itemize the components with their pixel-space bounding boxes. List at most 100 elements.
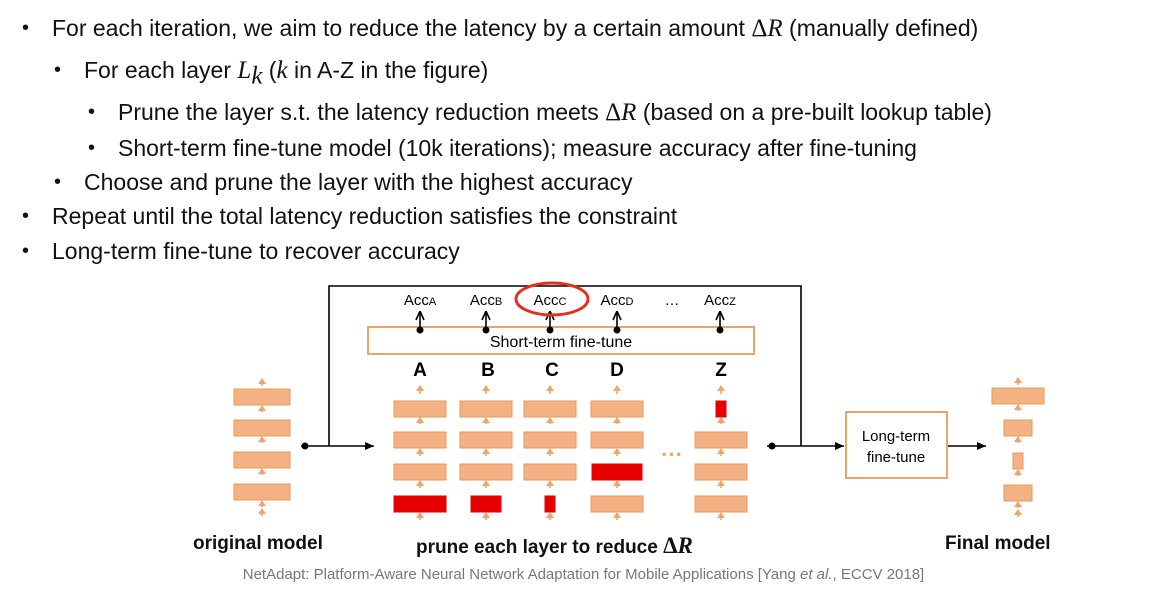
flow-arrowhead — [613, 385, 621, 391]
layer-block — [393, 400, 447, 418]
flow-arrowhead — [546, 448, 554, 454]
layer-block — [694, 431, 748, 449]
feedback-loop-line — [328, 285, 802, 446]
layer-stack — [590, 385, 644, 520]
final-model-label: Final model — [945, 533, 1051, 554]
flow-arrowhead — [717, 512, 725, 518]
layer-block — [590, 431, 644, 449]
flow-arrowhead — [482, 512, 490, 518]
junction-dot — [301, 442, 309, 450]
layer-block — [459, 463, 513, 481]
flow-arrowhead — [258, 468, 266, 474]
layer-stack — [523, 385, 577, 520]
layer-block — [523, 431, 577, 449]
layer-block — [1003, 484, 1033, 502]
layer-block — [233, 451, 291, 469]
flow-arrowhead — [1014, 501, 1022, 507]
layer-block — [393, 463, 447, 481]
layer-block — [694, 495, 748, 513]
layer-stack — [459, 385, 513, 520]
pruned-layer-block — [393, 495, 447, 513]
bullet-repeat: Repeat until the total latency reduction… — [22, 202, 678, 230]
acc-label: … — [665, 292, 680, 309]
bullet-text: (based on a pre-built lookup table) — [636, 99, 992, 125]
acc-label-sub: Z — [729, 296, 736, 308]
acc-label-base: Acc — [470, 292, 496, 309]
r-symbol: R — [677, 533, 693, 558]
prune-label-text: prune each layer to reduce — [416, 537, 664, 558]
bullet-iteration: For each iteration, we aim to reduce the… — [22, 14, 978, 43]
pruned-layer-block — [470, 495, 502, 513]
flow-arrowhead — [546, 512, 554, 518]
caption-text: NetAdapt: Platform-Aware Neural Network … — [242, 566, 800, 583]
best-accuracy-highlight — [514, 281, 590, 317]
bullet-choose: Choose and prune the layer with the high… — [54, 168, 632, 196]
long-term-label-line2: fine-tune — [867, 449, 925, 466]
flow-arrowhead — [482, 417, 490, 423]
final-model-stack — [991, 377, 1045, 517]
layer-letter: A — [413, 360, 427, 381]
flow-arrowhead — [1014, 436, 1022, 442]
flow-arrowhead — [482, 385, 490, 391]
layer-block — [233, 483, 291, 501]
acc-label-sub: B — [495, 296, 502, 308]
acc-arrow-dot — [546, 326, 554, 334]
k-subscript: k — [251, 62, 263, 90]
acc-label-sub: D — [626, 296, 634, 308]
acc-label-sub: C — [559, 296, 567, 308]
short-term-finetune-label: Short-term fine-tune — [490, 334, 632, 351]
flow-arrowhead — [717, 480, 725, 486]
layer-block — [233, 419, 291, 437]
r-symbol: R — [621, 99, 637, 126]
r-symbol: R — [767, 15, 783, 42]
layer-block — [991, 387, 1045, 405]
flow-arrowhead — [1014, 404, 1022, 410]
acc-label-base: Acc — [534, 292, 560, 309]
layer-stack — [393, 385, 447, 520]
layer-block — [590, 495, 644, 513]
flow-arrowhead — [717, 385, 725, 391]
flow-arrowhead — [613, 448, 621, 454]
k-symbol: k — [276, 57, 288, 84]
flow-arrowhead — [416, 480, 424, 486]
bullet-text: in A-Z in the figure) — [287, 57, 489, 83]
flow-arrowhead — [546, 480, 554, 486]
flow-arrowhead — [482, 448, 490, 454]
layer-block — [459, 431, 513, 449]
flow-arrowhead — [482, 480, 490, 486]
flow-arrowhead — [258, 405, 266, 411]
layer-letter: Z — [715, 360, 727, 381]
flow-arrowhead — [416, 417, 424, 423]
layer-block — [393, 431, 447, 449]
layer-block — [1012, 452, 1024, 470]
pruned-layer-block — [544, 495, 556, 513]
bullet-text: For each layer — [84, 57, 238, 83]
bullet-text: Repeat until the total latency reduction… — [52, 203, 678, 229]
flow-arrowhead — [717, 417, 725, 423]
acc-label: AccB — [470, 292, 502, 309]
flow-arrowhead — [717, 448, 725, 454]
flow-arrowhead — [258, 436, 266, 442]
pruned-layer-block — [715, 400, 727, 418]
flow-arrowhead — [416, 448, 424, 454]
acc-label-base: Acc — [404, 292, 430, 309]
layer-stacks — [233, 377, 1045, 520]
layer-block — [523, 400, 577, 418]
acc-label-base: Acc — [704, 292, 730, 309]
acc-label-base: Acc — [601, 292, 627, 309]
bullet-text: Prune the layer s.t. the latency reducti… — [118, 99, 606, 125]
acc-label: AccC — [534, 292, 567, 309]
acc-label: AccZ — [704, 292, 736, 309]
flow-arrowhead — [258, 500, 266, 506]
layer-letter: C — [545, 360, 559, 381]
bullet-text: ( — [262, 57, 277, 83]
acc-arrow-dot — [482, 326, 490, 334]
flow-arrowhead — [1014, 509, 1022, 515]
stack-ellipsis: ··· — [661, 442, 683, 467]
acc-arrow-dot — [613, 326, 621, 334]
layer-letter: B — [481, 360, 495, 381]
long-term-finetune-box — [845, 411, 948, 479]
delta-symbol: Δ — [663, 533, 678, 558]
